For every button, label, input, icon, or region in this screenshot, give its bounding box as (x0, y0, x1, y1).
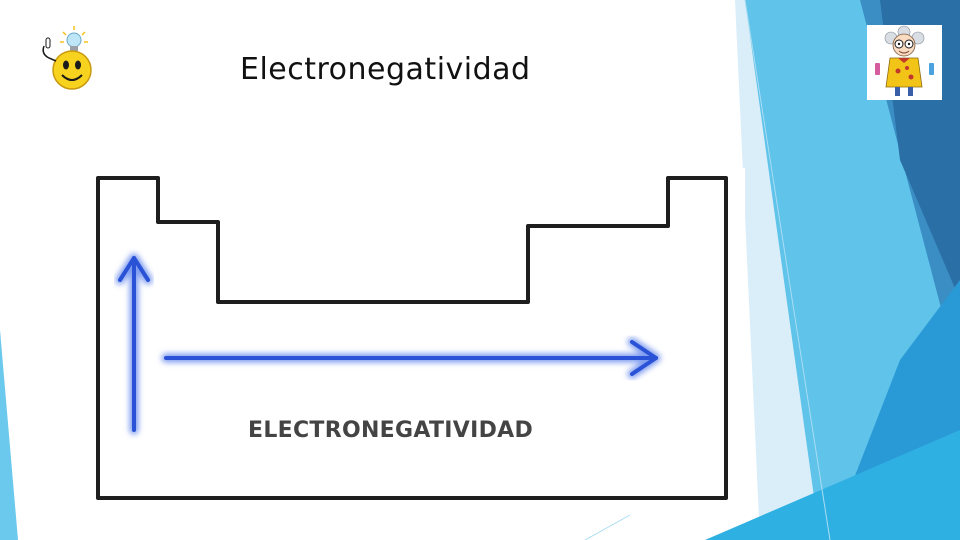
periodic-table-diagram (90, 168, 745, 513)
scientist-cartoon-icon (867, 25, 942, 100)
slide-title: Electronegatividad (240, 52, 531, 87)
lightbulb-smiley-icon (38, 24, 100, 92)
diagram-label: ELECTRONEGATIVIDAD (248, 418, 533, 443)
theme-line (585, 515, 630, 540)
theme-shape-left (0, 330, 18, 540)
